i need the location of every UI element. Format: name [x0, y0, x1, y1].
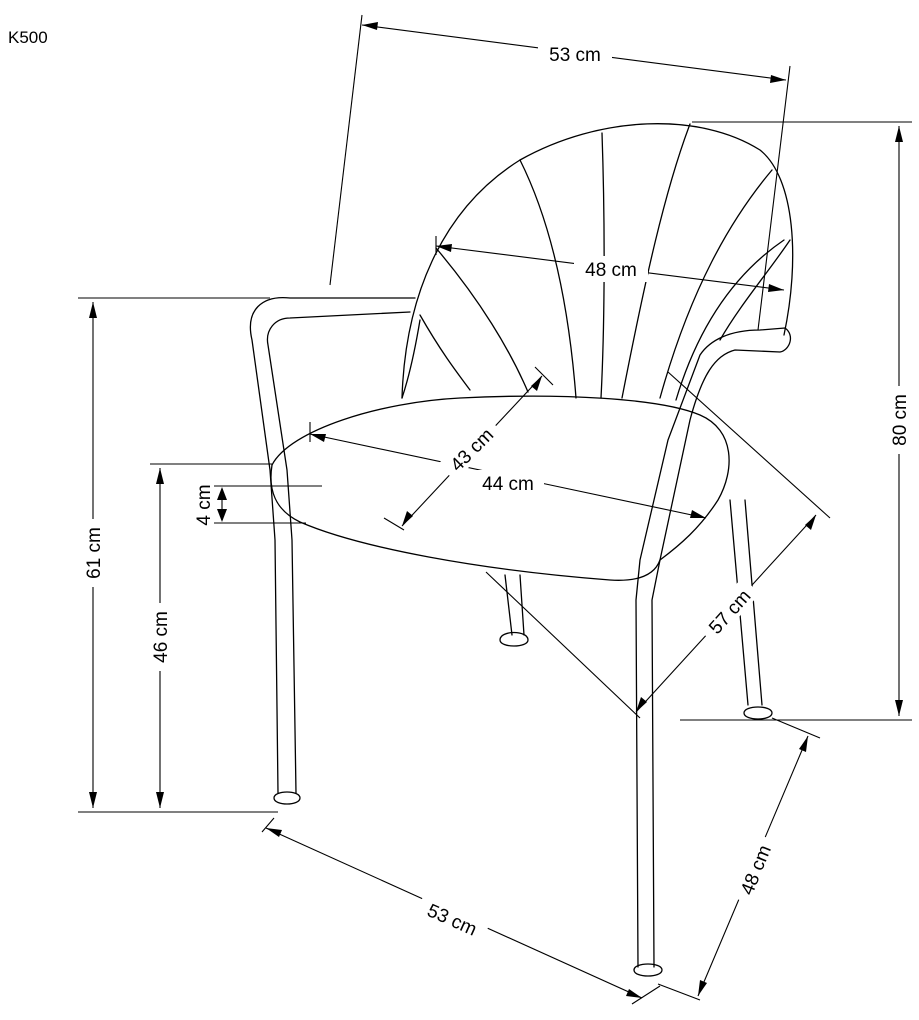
cushion-thickness-label: 4 cm [192, 479, 215, 531]
seat-width-label: 44 cm [472, 470, 544, 496]
rear-right-foot-glide [743, 706, 773, 720]
svg-text:4 cm: 4 cm [194, 484, 215, 525]
seat-height-label: 46 cm [148, 603, 172, 671]
svg-text:46 cm: 46 cm [151, 611, 172, 663]
dimension-labels: 53 cm 48 cm 44 cm 43 cm 57 cm 61 cm 46 c… [81, 40, 911, 944]
armrest-height-label: 61 cm [81, 519, 105, 587]
chair-drawing [249, 123, 794, 977]
backrest-outline [401, 123, 794, 399]
svg-text:80 cm: 80 cm [890, 394, 911, 446]
rear-left-foot-glide [499, 631, 529, 647]
svg-text:53 cm: 53 cm [549, 45, 601, 66]
backrest-side-right [719, 239, 791, 341]
seat-cushion-side [270, 464, 661, 581]
front-right-foot-glide [633, 963, 663, 977]
backrest-inner-edge [401, 319, 421, 399]
left-armrest-tube-inner [266, 311, 411, 794]
left-armrest-tube [249, 296, 416, 794]
rear-left-leg [504, 574, 525, 636]
base-depth-label: 48 cm [730, 833, 779, 906]
svg-text:61 cm: 61 cm [84, 527, 105, 579]
base-width-label: 53 cm [415, 892, 491, 944]
top-width-label: 53 cm [538, 40, 612, 66]
total-height-label: 80 cm [887, 386, 911, 454]
backrest-width-label: 48 cm [574, 256, 648, 282]
svg-text:48 cm: 48 cm [585, 260, 637, 281]
model-code-label: K500 [8, 28, 48, 47]
left-foot-glide [273, 791, 301, 805]
seat-cushion-top [271, 395, 730, 561]
diagonal-depth-label: 57 cm [696, 577, 761, 644]
right-armrest-tube [635, 327, 792, 968]
svg-text:44 cm: 44 cm [482, 474, 534, 495]
